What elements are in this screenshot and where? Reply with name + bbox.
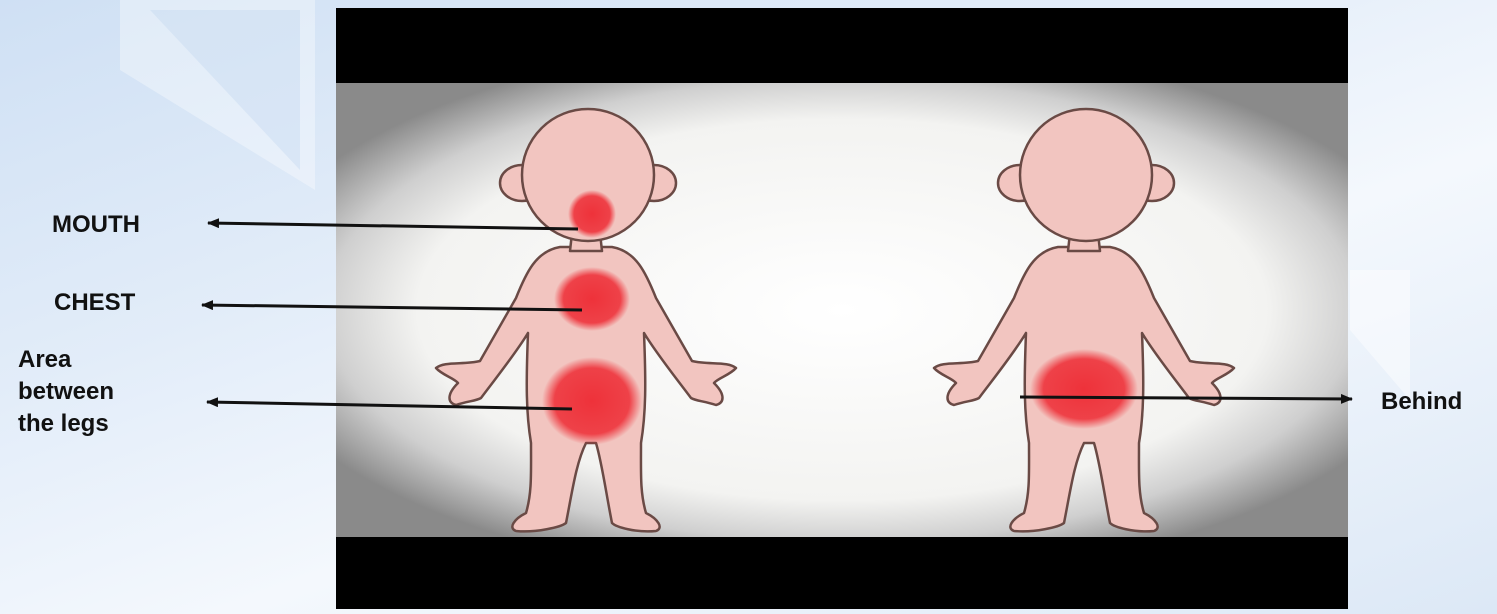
label-mouth: MOUTH [52, 209, 140, 241]
label-behind: Behind [1381, 386, 1462, 418]
label-chest: CHEST [54, 287, 135, 319]
label-between-legs-line-3: the legs [18, 408, 114, 440]
label-between-legs-line-2: between [18, 376, 114, 408]
label-between-legs-line-1: Area [18, 344, 114, 376]
arrow-mouth [208, 223, 578, 229]
arrow-chest [202, 305, 582, 310]
arrow-behind [1020, 397, 1352, 399]
arrow-between-legs [207, 402, 572, 409]
label-between-legs: Area between the legs [18, 344, 114, 440]
